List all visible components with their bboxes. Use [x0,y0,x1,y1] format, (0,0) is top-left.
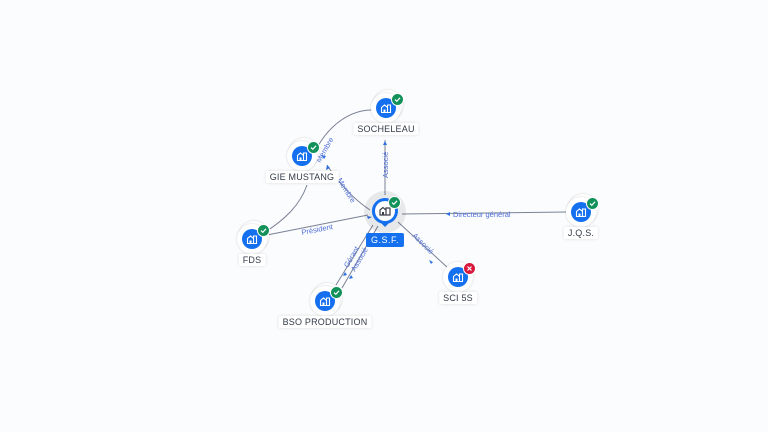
company-building-icon [575,208,587,218]
check-icon [391,200,398,206]
edge-gsf-sci5s[interactable] [397,221,449,269]
arrow-head [321,155,326,159]
node-label[interactable]: GIE MUSTANG [265,171,339,183]
node-label[interactable]: BSO PRODUCTION [278,316,372,328]
arrow-head [429,260,433,264]
arrow-head [349,275,353,279]
cross-icon [467,266,472,271]
check-icon [333,290,340,296]
node-label[interactable]: FDS [238,254,266,266]
node-circle [242,229,262,249]
node-circle [292,146,312,166]
company-building-icon [452,273,464,283]
node-label[interactable]: J.Q.S. [563,227,599,239]
node-circle [315,291,335,311]
status-badge [391,93,404,106]
arrow-head [446,212,450,216]
check-icon [260,228,267,234]
status-badge [388,196,401,209]
check-icon [310,145,317,151]
edge-gie-mustang-socheleau[interactable] [317,109,373,147]
check-icon [394,97,401,103]
edge-label: Directeur général [453,210,511,219]
node-circle [376,98,396,118]
status-badge [463,262,476,275]
status-badge [586,197,599,210]
edge-label: Associé [381,152,390,178]
company-building-icon [246,235,258,245]
node-circle [571,202,591,222]
node-circle [448,267,468,287]
edge-label: Membre [335,176,357,204]
arrow-head [367,216,372,219]
arrow-head [326,165,330,170]
node-label[interactable]: SOCHELEAU [353,123,419,135]
company-building-icon [380,104,392,114]
node-label[interactable]: G.S.F. [365,233,405,247]
edge-gsf-jqs[interactable] [401,211,568,215]
company-building-icon [319,297,331,307]
check-icon [589,201,596,207]
node-label[interactable]: SCI 5S [439,292,477,304]
edge-label: Associé [411,231,436,256]
status-badge [307,141,320,154]
edge-gsf-fds[interactable] [261,214,369,237]
arrow-head [383,141,387,145]
arrow-head [343,272,347,276]
edge-gsf-gie-mustang[interactable] [326,164,371,211]
status-badge [330,286,343,299]
edge-label: Président [301,222,335,237]
status-badge [257,224,270,237]
company-building-icon [296,152,308,162]
